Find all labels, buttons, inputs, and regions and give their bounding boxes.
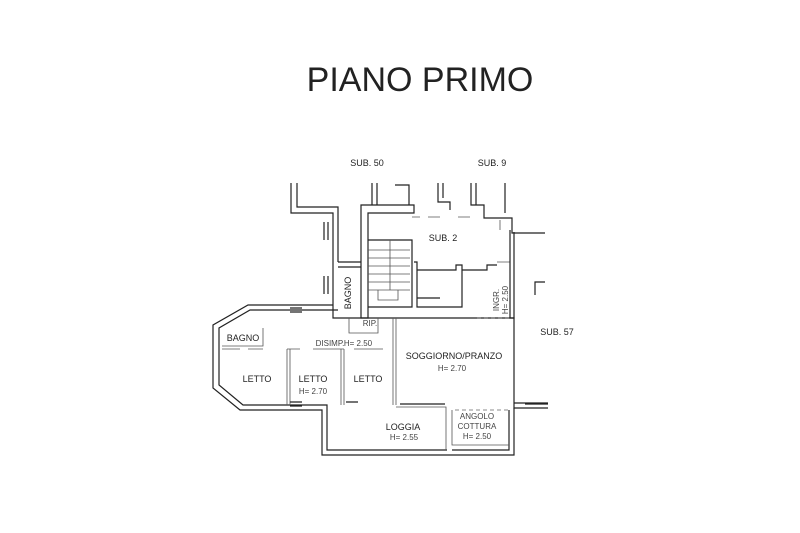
plan-title: PIANO PRIMO — [307, 61, 534, 99]
label-cottura-height: H= 2.50 — [463, 432, 492, 441]
label-soggiorno: SOGGIORNO/PRANZO — [406, 351, 503, 361]
label-sub57: SUB. 57 — [540, 327, 574, 337]
label-ingr-height: H= 2.50 — [501, 285, 510, 314]
label-bagno: BAGNO — [227, 333, 260, 343]
label-sub9: SUB. 9 — [478, 158, 507, 168]
label-soggiorno-height: H= 2.70 — [438, 364, 467, 373]
label-rip: RIP. — [363, 319, 378, 328]
label-disimp-height: H= 2.50 — [344, 339, 373, 348]
label-ingr: INGR. — [492, 289, 501, 311]
walls — [212, 183, 548, 456]
label-letto-2: LETTO — [299, 374, 328, 384]
label-bagno-vertical: BAGNO — [343, 277, 353, 310]
label-disimp: DISIMP. — [316, 339, 345, 348]
label-letto-3: LETTO — [354, 374, 383, 384]
label-sub50: SUB. 50 — [350, 158, 384, 168]
label-letto-1: LETTO — [243, 374, 272, 384]
label-cottura: COTTURA — [458, 422, 497, 431]
label-loggia-height: H= 2.55 — [390, 433, 419, 442]
label-loggia: LOGGIA — [386, 422, 421, 432]
windows — [290, 222, 548, 407]
label-letto-2-height: H= 2.70 — [299, 387, 328, 396]
label-angolo: ANGOLO — [460, 412, 494, 421]
label-sub2: SUB. 2 — [429, 233, 458, 243]
